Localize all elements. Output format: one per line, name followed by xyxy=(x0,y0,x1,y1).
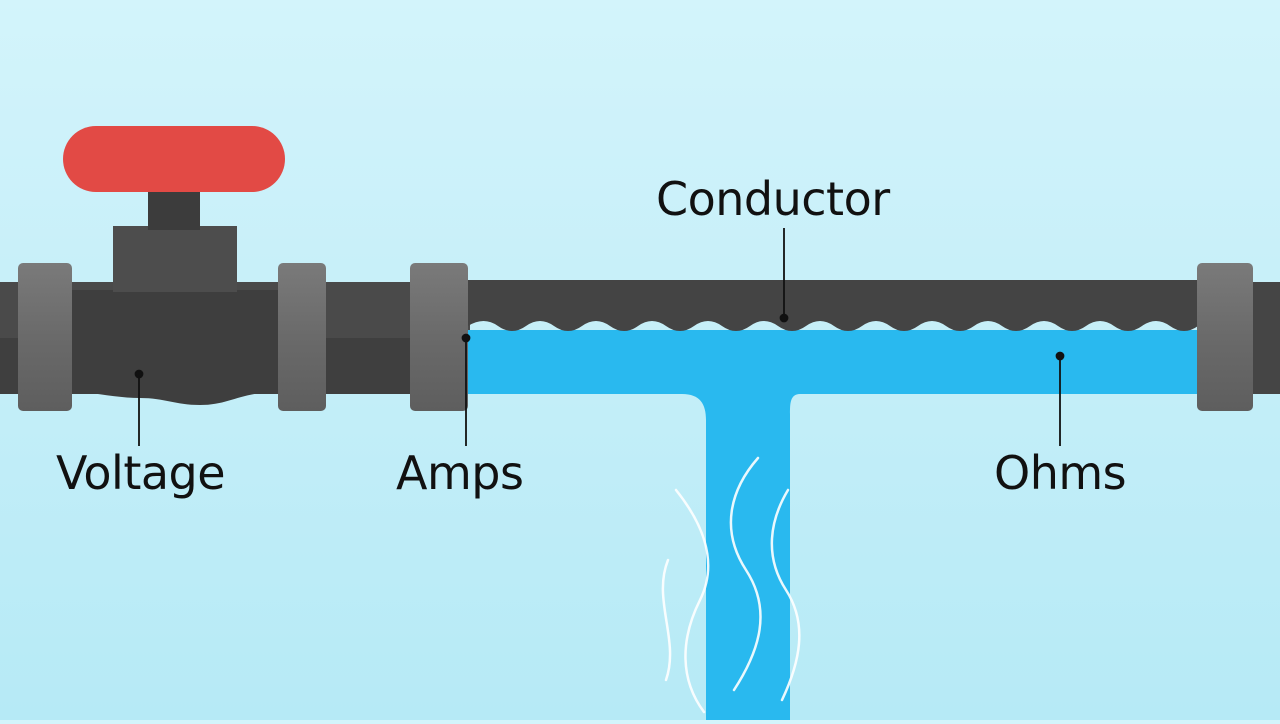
conductor-pipe xyxy=(468,280,1198,331)
label-voltage: Voltage xyxy=(56,446,226,500)
label-conductor: Conductor xyxy=(656,172,890,226)
right-pipe xyxy=(1252,282,1280,394)
label-ohms: Ohms xyxy=(994,446,1127,500)
valve-body xyxy=(72,290,278,405)
flange-left-1 xyxy=(18,263,72,411)
label-amps: Amps xyxy=(396,446,524,500)
flow-lines xyxy=(661,456,801,714)
flange-right xyxy=(1197,263,1253,411)
flange-left-3 xyxy=(410,263,468,411)
drain-pipe xyxy=(468,330,1198,720)
leader-lines xyxy=(134,228,1065,446)
valve-stem xyxy=(148,190,200,230)
valve-bonnet xyxy=(113,226,237,292)
valve-handle xyxy=(63,126,285,192)
flange-left-2 xyxy=(278,263,326,411)
